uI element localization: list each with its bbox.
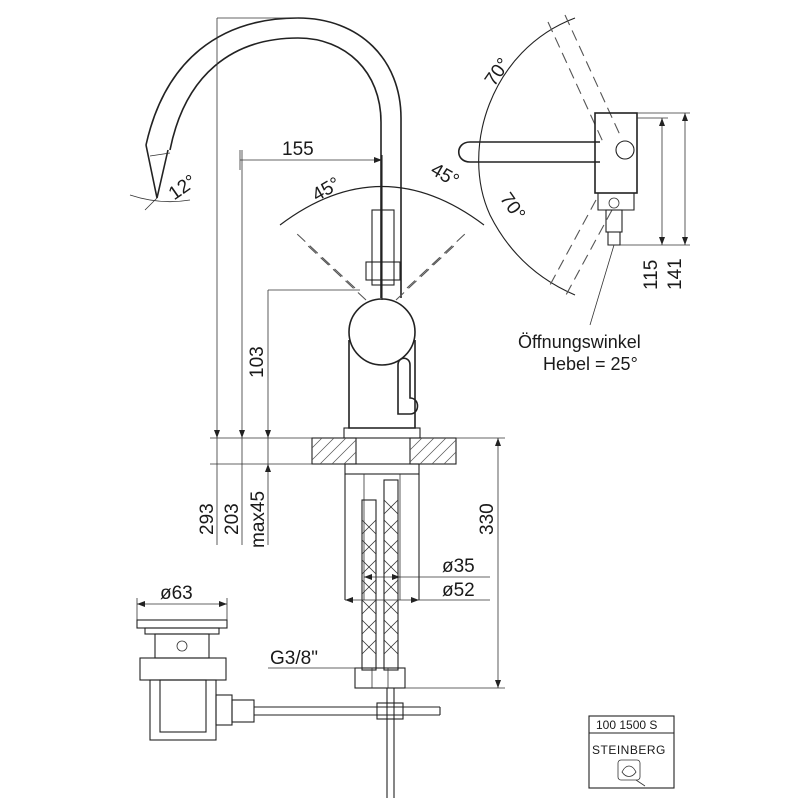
lever-swing-arc	[478, 17, 576, 296]
waste-valve	[136, 619, 441, 741]
supply-hoses	[361, 479, 399, 671]
dim-spout-reach: 155	[282, 139, 314, 160]
dim-side-lower-angle: 70°	[495, 189, 529, 225]
lever-position-right	[406, 231, 468, 289]
annotation-line2: Hebel = 25°	[543, 354, 638, 374]
dim-outlet-height: 203	[222, 503, 243, 535]
dim-shank-small: ø35	[442, 556, 475, 577]
faucet-base	[343, 427, 421, 439]
article-number: 100 1500 S	[596, 718, 657, 732]
spout-outer	[145, 17, 402, 298]
lever-position-left	[294, 231, 356, 289]
dim-side-outer: 141	[665, 258, 686, 290]
dim-total-height: 293	[197, 503, 218, 535]
faucet-side-view	[457, 14, 690, 326]
brand-name: STEINBERG	[592, 743, 666, 757]
spout-inner	[169, 37, 382, 298]
faucet-front-view	[145, 17, 485, 798]
dim-side-upper-angle: 70°	[481, 55, 515, 91]
lever-cartridge	[371, 209, 395, 286]
dim-lever-right-angle: 45°	[427, 159, 462, 192]
dim-deck-thickness: max45	[248, 491, 269, 548]
faucet-ball	[348, 298, 416, 366]
title-block: 100 1500 S STEINBERG	[588, 715, 675, 789]
annotation-line1: Öffnungswinkel	[518, 332, 641, 352]
dim-lever-left-angle: 45°	[309, 173, 344, 206]
dim-connection-thread: G3/8"	[270, 648, 318, 669]
small-lever	[397, 357, 419, 415]
dim-waste-diameter: ø63	[160, 583, 193, 604]
dim-spout-angle: 12°	[165, 171, 201, 205]
spout-tip	[145, 144, 169, 199]
dimension-lines	[129, 17, 505, 689]
dim-lever-height: 103	[247, 346, 268, 378]
brand-logo-icon	[617, 759, 646, 787]
hose-nut	[354, 667, 406, 689]
deck-section	[311, 437, 457, 465]
dim-hose-length: 330	[477, 503, 498, 535]
dim-shank-large: ø52	[442, 580, 475, 601]
dim-side-inner: 115	[641, 260, 662, 290]
